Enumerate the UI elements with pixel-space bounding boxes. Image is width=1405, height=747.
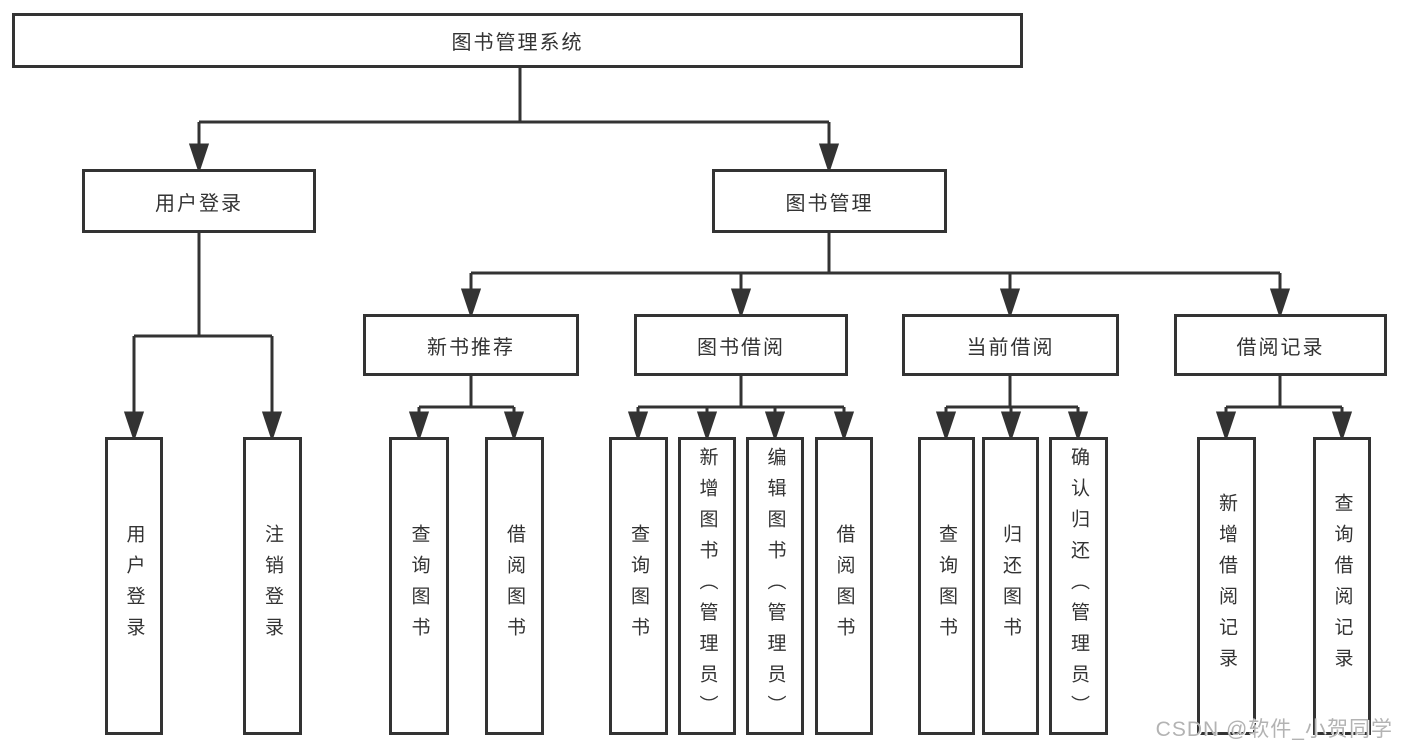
connector-new-books-to-leaves [408, 376, 525, 442]
node-label: 图书管理系统 [451, 32, 584, 54]
leaf-query-books-current: 查询图书 [918, 437, 975, 735]
node-label: 新增借阅记录 [1216, 493, 1237, 679]
leaf-borrow-books: 借阅图书 [815, 437, 873, 735]
node-borrowing-records: 借阅记录 [1174, 314, 1387, 376]
leaf-return-books: 归还图书 [982, 437, 1039, 735]
arrow-down-icon [627, 411, 649, 442]
node-label: 借阅图书 [504, 524, 525, 648]
arrow-down-icon [1269, 288, 1291, 319]
node-book-management: 图书管理 [712, 169, 947, 233]
arrow-down-icon [818, 143, 840, 174]
arrow-down-icon [1215, 411, 1237, 442]
arrow-down-icon [696, 411, 718, 442]
arrow-down-icon [460, 288, 482, 319]
leaf-query-books-recommend: 查询图书 [389, 437, 449, 735]
node-label: 借阅记录 [1236, 336, 1325, 359]
connector-book-borrowing-to-leaves [627, 376, 855, 442]
leaf-confirm-return-admin: 确认归还（管理员） [1049, 437, 1108, 735]
arrow-down-icon [188, 143, 210, 174]
node-current-borrowing: 当前借阅 [902, 314, 1119, 376]
leaf-logout: 注销登录 [243, 437, 302, 735]
node-new-book-recommendation: 新书推荐 [363, 314, 579, 376]
node-label: 用户登录 [123, 524, 145, 648]
leaf-add-borrow-record: 新增借阅记录 [1197, 437, 1256, 735]
node-label: 当前借阅 [966, 336, 1055, 359]
leaf-add-books-admin: 新增图书（管理员） [678, 437, 736, 735]
node-label: 图书借阅 [697, 336, 785, 359]
leaf-edit-books-admin: 编辑图书（管理员） [746, 437, 804, 735]
node-label: 确认归还（管理员） [1068, 446, 1089, 726]
connector-user-login-to-leaves [123, 233, 283, 442]
leaf-user-login: 用户登录 [105, 437, 163, 735]
node-label: 归还图书 [1000, 524, 1021, 648]
arrow-down-icon [503, 411, 525, 442]
connector-current-borrowing-to-leaves [935, 376, 1089, 442]
node-user-login: 用户登录 [82, 169, 316, 233]
node-label: 图书管理 [785, 192, 874, 215]
arrow-down-icon [1331, 411, 1353, 442]
arrow-down-icon [833, 411, 855, 442]
arrow-down-icon [261, 411, 283, 442]
node-label: 编辑图书（管理员） [764, 446, 786, 726]
node-label: 新增图书（管理员） [696, 446, 718, 726]
csdn-watermark: CSDN @软件_小贺同学 [1155, 718, 1393, 741]
leaf-borrow-books-recommend: 借阅图书 [485, 437, 544, 735]
leaf-query-books-borrowing: 查询图书 [609, 437, 668, 735]
connector-book-management-to-level3 [460, 233, 1291, 319]
arrow-down-icon [123, 411, 145, 442]
leaf-query-borrow-record: 查询借阅记录 [1313, 437, 1371, 735]
node-label: 查询图书 [628, 524, 649, 648]
node-label: 新书推荐 [427, 336, 515, 359]
node-library-system: 图书管理系统 [12, 13, 1023, 68]
node-label: 用户登录 [155, 192, 243, 215]
node-label: 注销登录 [262, 524, 283, 648]
connector-borrowing-records-to-leaves [1215, 376, 1353, 442]
node-label: 借阅图书 [833, 524, 855, 648]
node-label: 查询图书 [408, 524, 430, 648]
connector-root-to-level2 [188, 68, 840, 174]
node-label: 查询借阅记录 [1331, 493, 1353, 679]
node-label: 查询图书 [936, 524, 957, 648]
arrow-down-icon [999, 288, 1021, 319]
arrow-down-icon [1000, 411, 1022, 442]
arrow-down-icon [1067, 411, 1089, 442]
node-book-borrowing: 图书借阅 [634, 314, 848, 376]
arrow-down-icon [935, 411, 957, 442]
arrow-down-icon [730, 288, 752, 319]
arrow-down-icon [764, 411, 786, 442]
arrow-down-icon [408, 411, 430, 442]
